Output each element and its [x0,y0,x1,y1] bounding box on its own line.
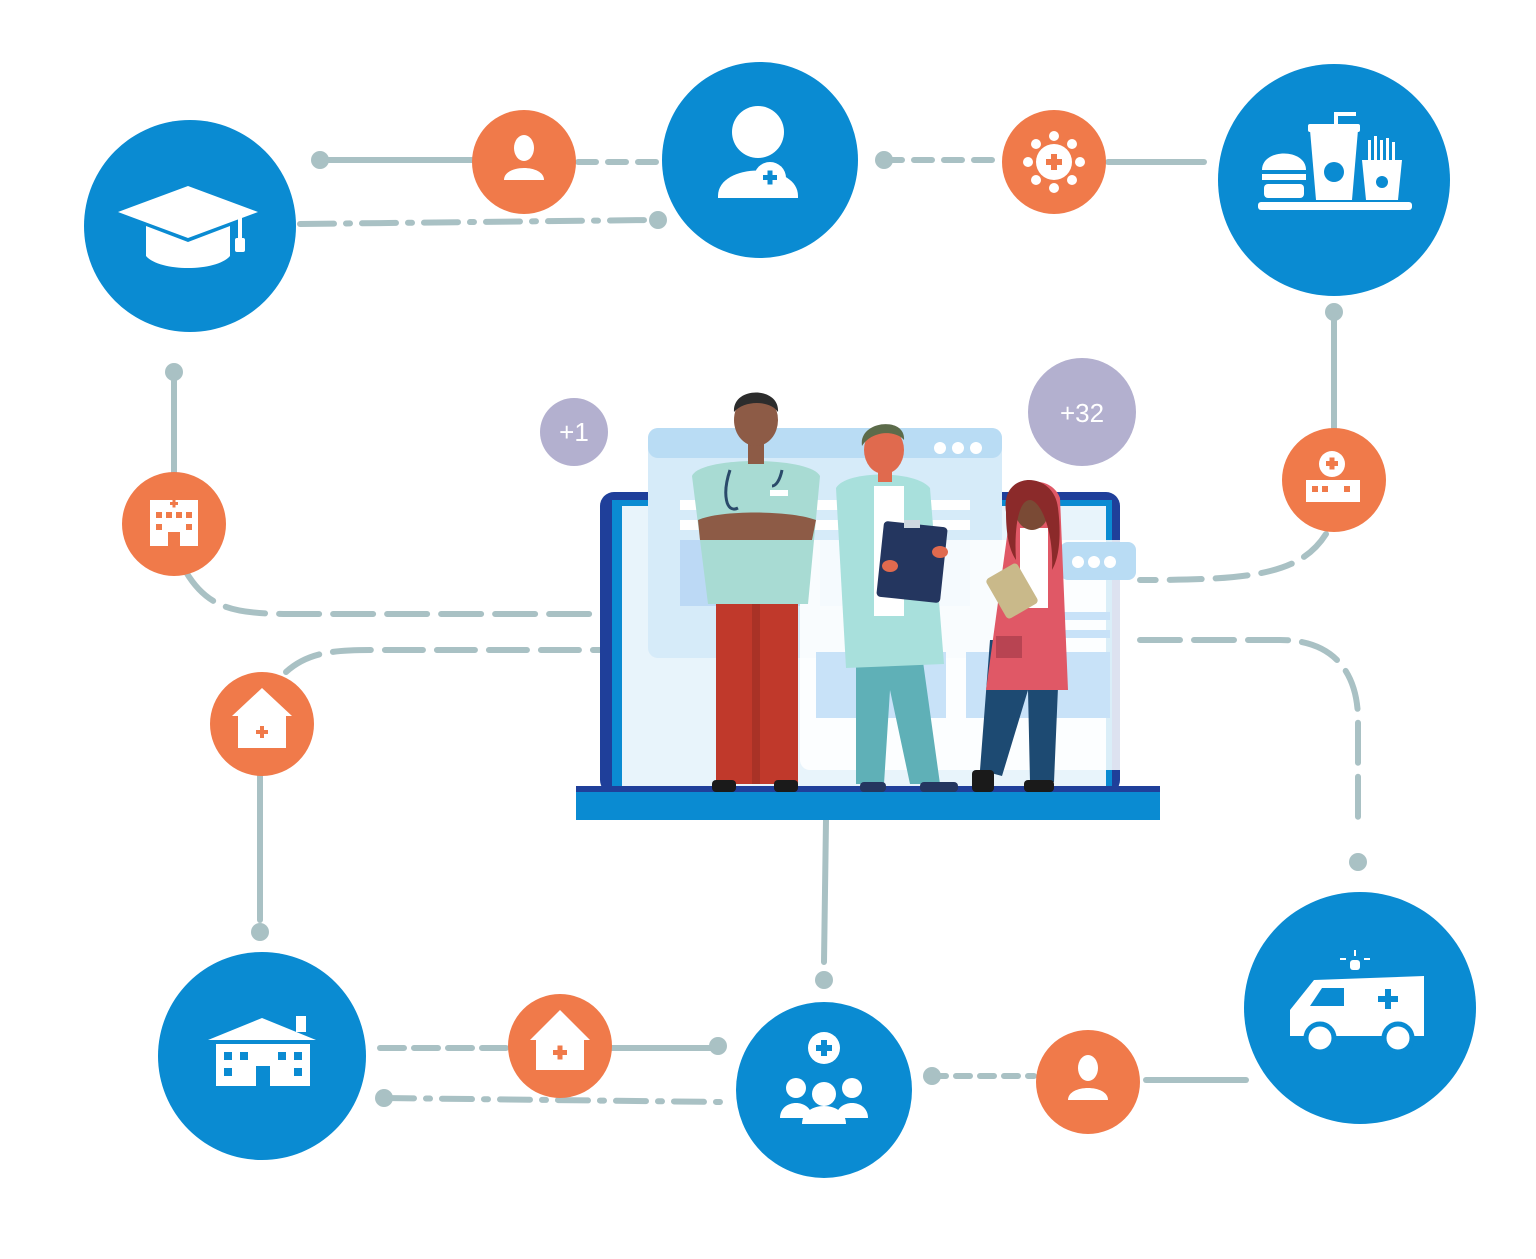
virus-icon [1023,131,1085,193]
care-team-icon [780,1032,868,1124]
food-tray-icon [1258,112,1412,210]
doctor-node-bottom [1036,1030,1140,1134]
badge-right-text: +32 [1060,398,1104,428]
window-dot [1088,556,1100,568]
clinician-figure [836,424,958,792]
connector-dot [815,971,833,989]
window-dot [1072,556,1084,568]
window-dot [1104,556,1116,568]
connector-dot [1325,303,1343,321]
graduation-cap-node [84,120,296,332]
doctor-icon [1068,1055,1108,1100]
laptop-illustration [576,392,1160,820]
window-dot [970,442,982,454]
house-node [158,952,366,1160]
connector-dot [165,363,183,381]
care-team-node [736,1002,912,1178]
connector-dot [923,1067,941,1085]
doctor-icon [504,135,544,180]
doctor-node-top [472,110,576,214]
home-care-icon [530,1010,590,1070]
doctor-figure [692,392,820,792]
graduation-cap-icon [118,186,258,268]
clinic-node [1282,428,1386,532]
badge-left-text: +1 [559,417,589,447]
connector-dot [311,151,329,169]
badge-left: +1 [540,398,608,466]
house-icon [208,1016,316,1086]
food-tray-node [1218,64,1450,296]
clinic-icon [1306,451,1360,502]
connector-dot [649,211,667,229]
connector-laptop-ambulance [1137,637,1361,833]
connector-clinic-laptop [1137,531,1329,583]
connectors [171,157,1361,1105]
window-dot [952,442,964,454]
connector-careteam-laptop [821,817,829,965]
connector-dot [251,923,269,941]
connector-dots [165,151,1367,1107]
home-care-node-left [210,672,314,776]
add-user-node [662,62,858,258]
badge-right: +32 [1028,358,1136,466]
connector-dot [709,1037,727,1055]
connector-dot [875,151,893,169]
home-care-node-bottom [508,994,612,1098]
virus-node [1002,110,1106,214]
home-care-icon [232,688,292,748]
nurse-figure [972,479,1068,792]
add-user-icon [718,106,798,198]
hospital-node [122,472,226,576]
ambulance-node [1244,892,1476,1124]
connector-cap-adduser-lower [297,217,653,227]
connector-house-careteam-lower [381,1095,723,1105]
connector-hospital-laptop [183,569,603,617]
connector-homecare-laptop [283,647,603,675]
hospital-icon [150,499,198,546]
ambulance-icon [1290,950,1424,1055]
connector-dot [375,1089,393,1107]
window-dot [934,442,946,454]
connector-dot [1349,853,1367,871]
